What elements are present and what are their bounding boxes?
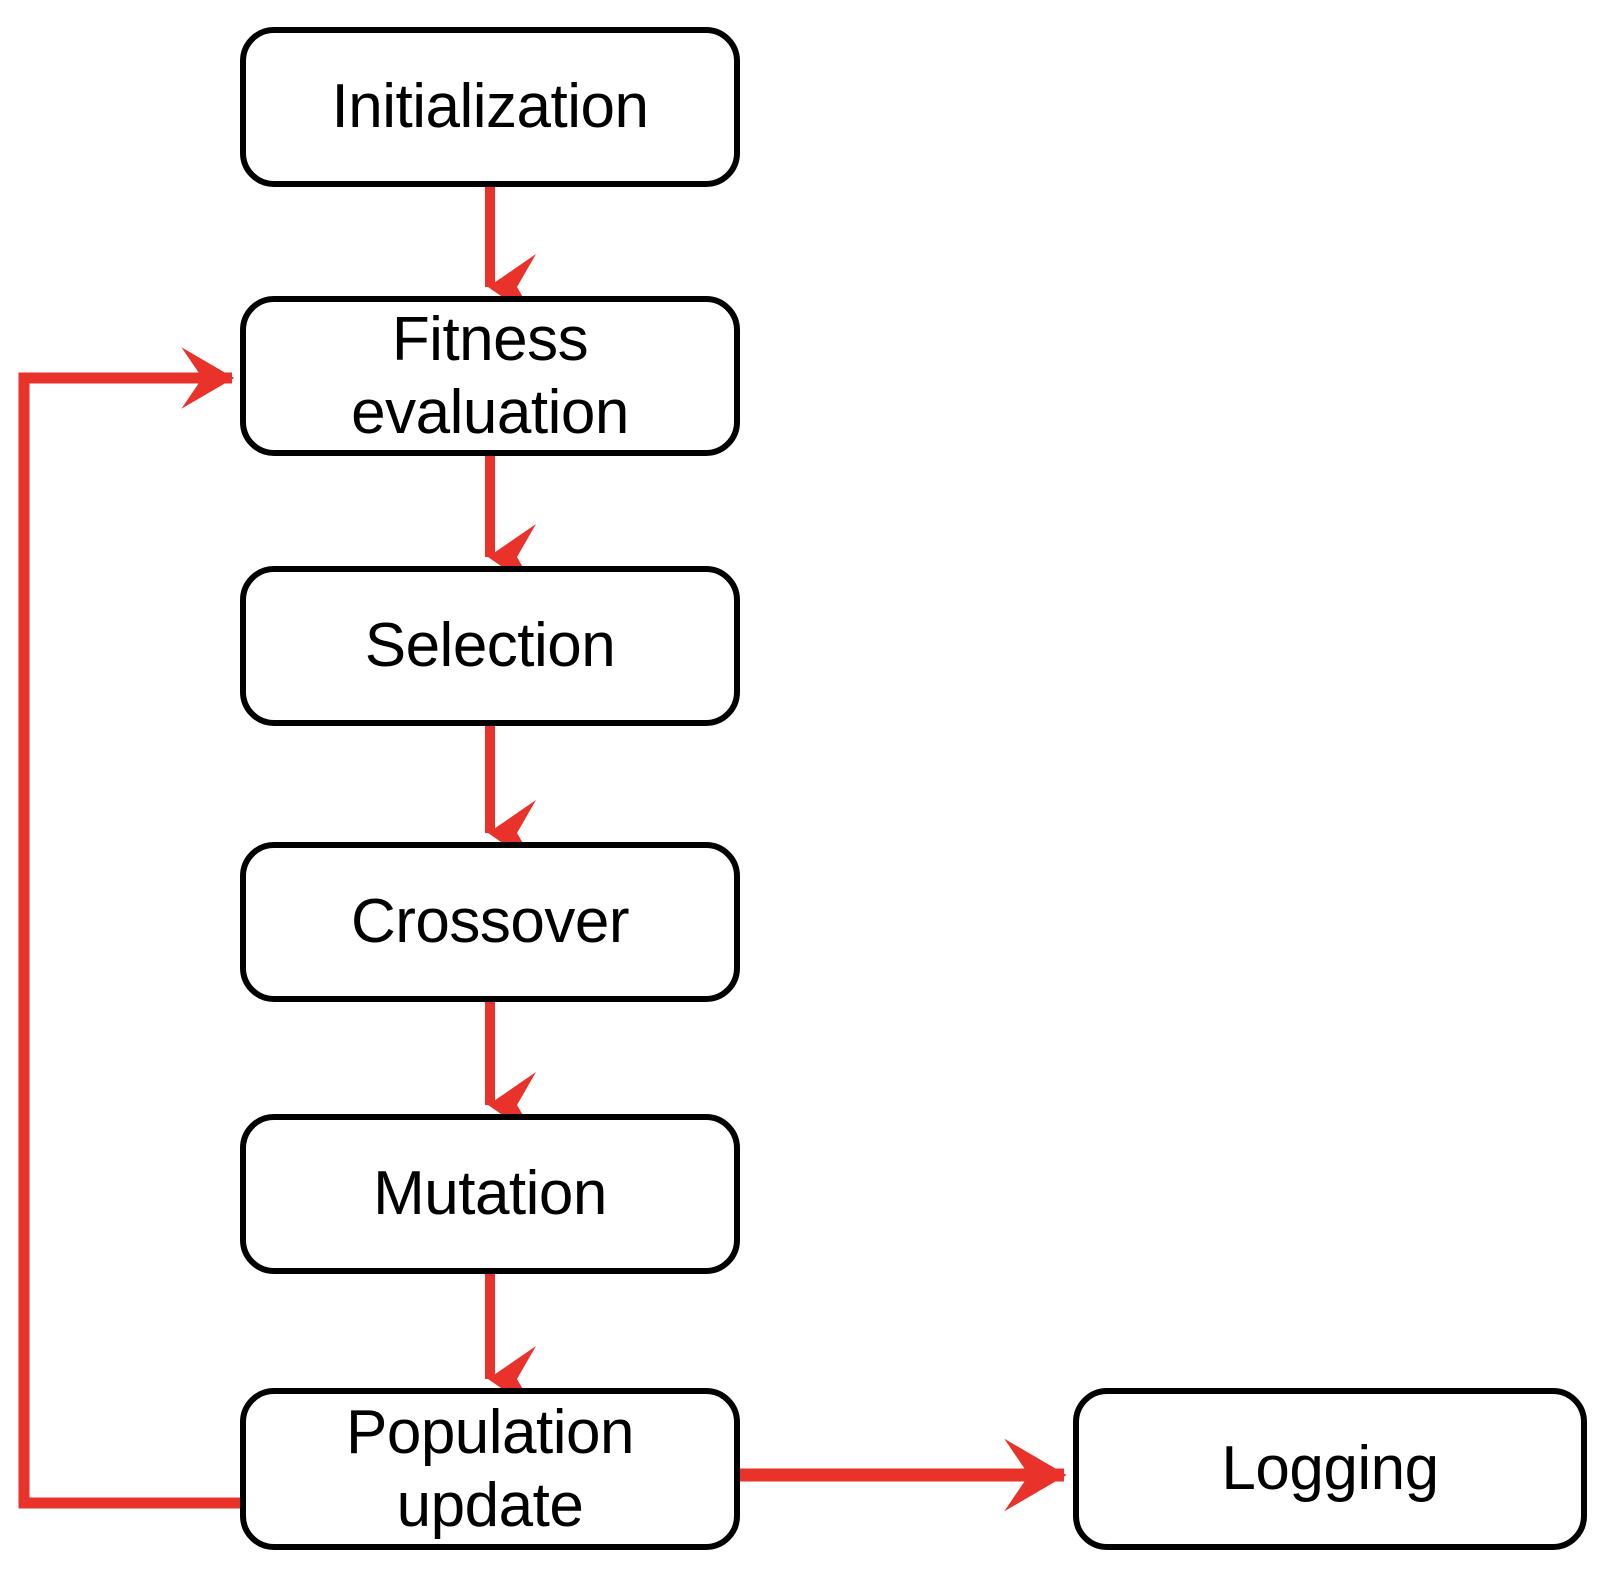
node-mutation[interactable]: Mutation bbox=[240, 1114, 740, 1274]
node-selection-label: Selection bbox=[364, 611, 616, 681]
edge-population-fitness-loop bbox=[18, 347, 242, 1509]
node-mutation-label: Mutation bbox=[373, 1159, 607, 1229]
node-initialization[interactable]: Initialization bbox=[240, 27, 740, 187]
node-logging-label: Logging bbox=[1221, 1434, 1439, 1504]
node-crossover[interactable]: Crossover bbox=[240, 842, 740, 1002]
node-logging[interactable]: Logging bbox=[1073, 1388, 1587, 1550]
node-population-update[interactable]: Population update bbox=[240, 1388, 740, 1550]
node-selection[interactable]: Selection bbox=[240, 566, 740, 726]
node-crossover-label: Crossover bbox=[350, 887, 630, 957]
node-fitness-evaluation-label: Fitness evaluation bbox=[351, 304, 629, 447]
node-population-update-label: Population update bbox=[345, 1397, 635, 1540]
node-fitness-evaluation[interactable]: Fitness evaluation bbox=[240, 296, 740, 456]
node-initialization-label: Initialization bbox=[331, 72, 649, 142]
